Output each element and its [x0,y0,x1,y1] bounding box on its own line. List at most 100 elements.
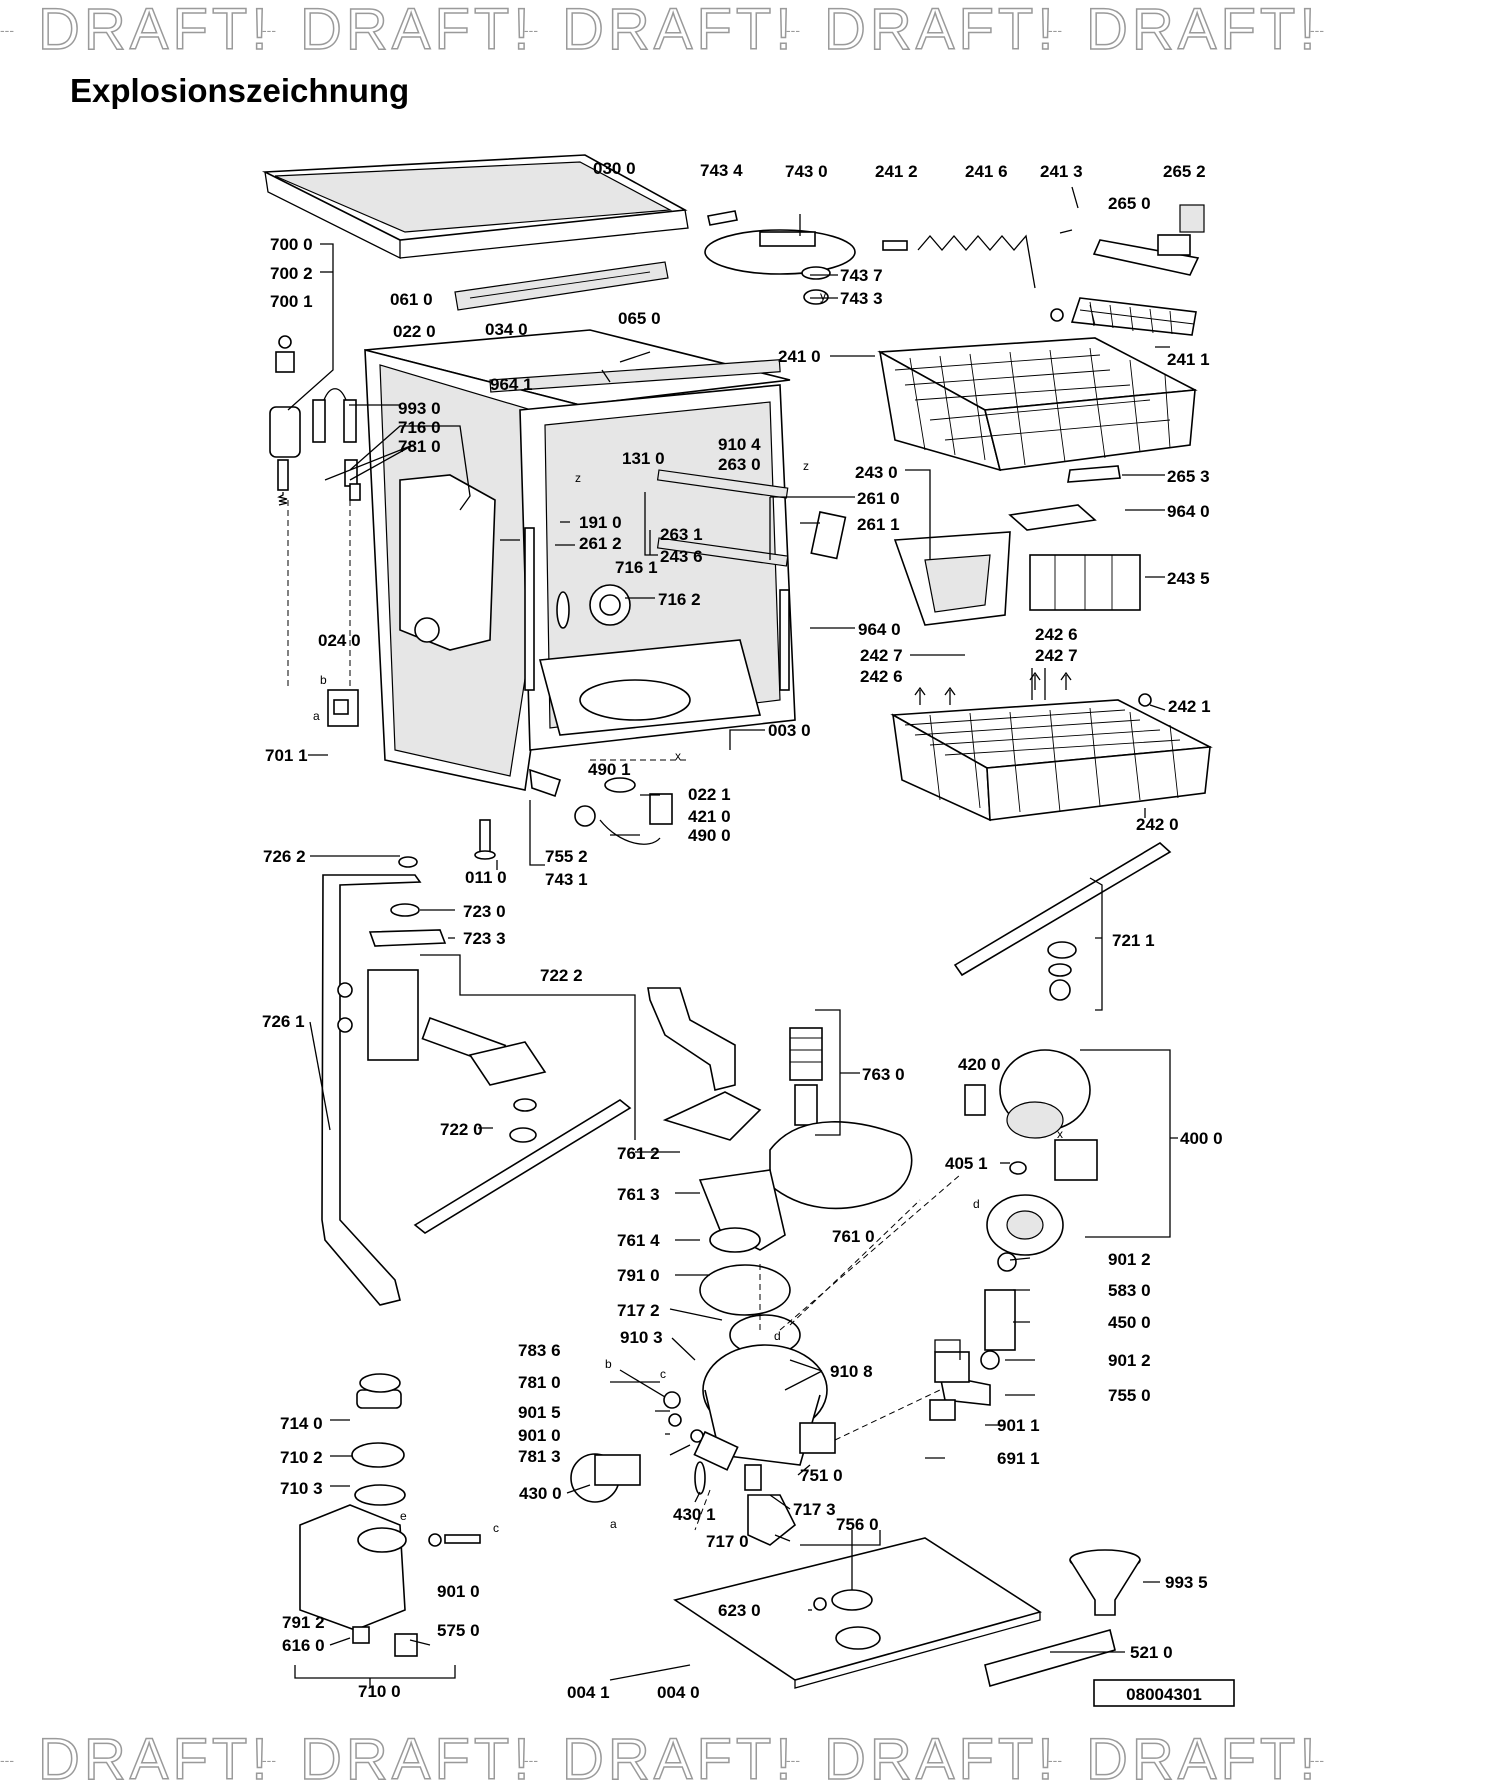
part-label: 242 1 [1168,697,1211,716]
part-label: 726 1 [262,1012,305,1031]
svg-text:a: a [313,709,320,723]
svg-text:x: x [1057,1127,1063,1141]
part-label: 751 0 [800,1466,843,1485]
part-label: 575 0 [437,1621,480,1640]
part-label: 003 0 [768,721,811,740]
part-label: 623 0 [718,1601,761,1620]
part-label: 243 5 [1167,569,1210,588]
lower-basket-drawing [890,671,1213,822]
part-label: 716 1 [615,558,658,577]
svg-text:z: z [575,471,581,485]
part-label: 763 0 [862,1065,905,1084]
svg-text:x: x [675,749,681,763]
part-label: 242 6 [1035,625,1078,644]
part-label: 022 0 [393,322,436,341]
part-label: 490 0 [688,826,731,845]
part-label: 723 3 [463,929,506,948]
part-label: 964 1 [490,375,533,394]
watermark-text: DRAFT! [299,1727,534,1792]
part-label: 691 1 [997,1449,1040,1468]
part-label: 722 0 [440,1120,483,1139]
watermark-text: DRAFT! [823,0,1058,62]
watermark-text: DRAFT! [561,1727,796,1792]
part-label: 710 3 [280,1479,323,1498]
part-label: 261 1 [857,515,900,534]
part-label: 901 5 [518,1403,561,1422]
lower-spray-arm-drawing [413,1016,632,1234]
part-label: 421 0 [688,807,731,826]
part-label: 761 2 [617,1144,660,1163]
part-label: 191 0 [579,513,622,532]
tub-cabinet-drawing [364,329,847,791]
part-label: 420 0 [958,1055,1001,1074]
part-label: 583 0 [1108,1281,1151,1300]
part-label: 901 2 [1108,1250,1151,1269]
part-label: 743 7 [840,266,883,285]
part-label: 242 7 [860,646,903,665]
part-label: 791 0 [617,1266,660,1285]
part-label: 700 0 [270,235,313,254]
part-label: 034 0 [485,320,528,339]
svg-text:a: a [610,1517,617,1531]
part-label: 241 6 [965,162,1008,181]
part-label: 901 0 [518,1426,561,1445]
part-label: 022 1 [688,785,731,804]
filter-system-drawing [647,987,913,1253]
part-label: 743 1 [545,870,588,889]
part-label: 030 0 [593,159,636,178]
watermark-text: DRAFT! [299,0,534,62]
svg-text:d: d [973,1197,980,1211]
part-label: 131 0 [622,449,665,468]
part-label: 263 0 [718,455,761,474]
part-label: 261 0 [857,489,900,508]
part-label: 781 0 [518,1373,561,1392]
part-label: 743 3 [840,289,883,308]
watermark-text: DRAFT! [37,1727,272,1792]
part-label: 065 0 [618,309,661,328]
part-label: 061 0 [390,290,433,309]
part-label: 761 3 [617,1185,660,1204]
part-label: 714 0 [280,1414,323,1433]
part-label: 791 2 [282,1613,325,1632]
part-label: 761 0 [832,1227,875,1246]
part-label: 901 2 [1108,1351,1151,1370]
draft-watermark-top: --- DRAFT! --- DRAFT! --- DRAFT! --- DRA… [0,0,1324,62]
part-label: 004 1 [567,1683,610,1702]
part-label: 901 0 [437,1582,480,1601]
part-label: 781 0 [398,437,441,456]
watermark-text: DRAFT! [37,0,272,62]
letter-markers: b a x z z y x d d b c e c a [313,289,1063,1535]
part-label: 993 0 [398,399,441,418]
leader-lines [287,186,1178,1688]
page-title: Explosionszeichnung [70,72,410,109]
part-label: 743 4 [700,161,743,180]
door-hinge-parts-drawing [269,335,361,506]
sump-drawing [570,1264,991,1546]
part-label: 243 0 [855,463,898,482]
part-label: 910 3 [620,1328,663,1347]
part-label: 726 2 [263,847,306,866]
watermark-text: DRAFT! [1085,0,1320,62]
upper-rack-parts-drawing [882,204,1205,322]
part-label: 761 4 [617,1231,660,1250]
hinge-bracket-drawing [327,689,359,727]
part-label: 743 0 [785,162,828,181]
svg-text:c: c [660,1367,666,1381]
part-label: 964 0 [858,620,901,639]
part-label: 910 4 [718,435,761,454]
part-label: 024 0 [318,631,361,650]
part-label: 783 6 [518,1341,561,1360]
part-label: 241 2 [875,162,918,181]
svg-text:z: z [803,459,809,473]
assembly-lines [287,500,961,1531]
svg-text:y: y [820,289,826,303]
part-label: 721 1 [1112,931,1155,950]
spray-pipe-drawing [321,856,447,1306]
part-label: 241 0 [778,347,821,366]
svg-text:c: c [493,1521,499,1535]
part-label: 710 2 [280,1448,323,1467]
part-label: 755 0 [1108,1386,1151,1405]
part-label: 242 6 [860,667,903,686]
part-label: 710 0 [358,1682,401,1701]
funnel-drawing [984,1549,1141,1688]
